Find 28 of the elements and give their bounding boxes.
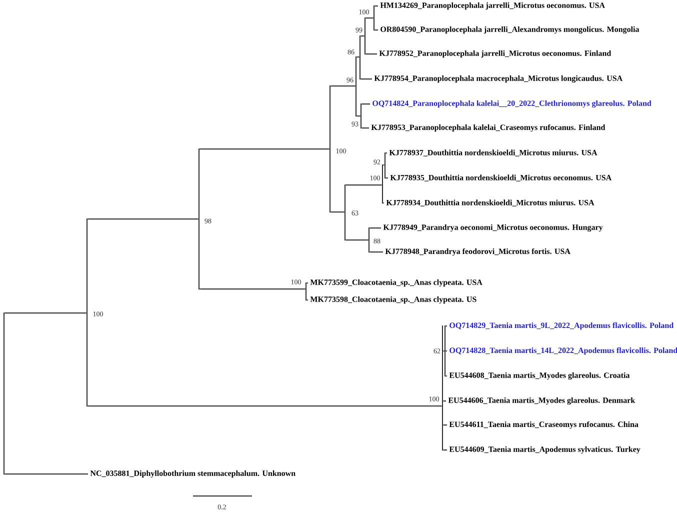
taxon-label: KJ778935_Douthittia nordenskioeldi_Microtus oeconomus. USA <box>390 174 612 182</box>
tree-branch <box>345 184 382 186</box>
taxon-label: EU544611_Taenia martis_Craseomys rufocanus. China <box>449 421 638 429</box>
taxon-label: OQ714824_Paranoplocephala kalelai__20_2022_Clethrionomys glareolus. Poland <box>372 100 652 108</box>
taxon-label: KJ778948_Parandrya feodorovi_Microtus fortis. USA <box>385 248 570 256</box>
tree-branch <box>356 56 360 58</box>
tree-branch <box>87 218 199 220</box>
taxon-label: KJ778952_Paranoplocephala jarrelli_Microtus oeconomus. Finland <box>379 50 612 58</box>
taxon-label: HM134269_Paranoplocephala jarrelli_Microtus oeconomus. USA <box>380 2 605 10</box>
taxon-label: KJ778934_Douthittia nordenskioeldi_Microtus miurus. USA <box>386 200 594 206</box>
taxon-label: MK773598_Cloacotaenia_sp._Anas clypeata. US <box>310 296 476 304</box>
taxon-label: EU544608_Taenia martis_Myodes glareolus. Croatia <box>449 372 630 380</box>
tree-branch <box>442 424 448 426</box>
taxon-label: KJ778937_Douthittia nordenskioeldi_Microtus miurus. USA <box>389 150 598 156</box>
taxon-label: KJ778954_Paranoplocephala macrocephala_Microtus longicaudus. USA <box>374 75 623 83</box>
tree-branch <box>4 312 87 314</box>
tree-branch <box>199 288 306 290</box>
taxon-label: KJ778953_Paranoplocephala kalelai_Craseomys rufocanus. Finland <box>371 124 606 132</box>
taxon-label: EU544609_Taenia martis_Apodemus sylvaticus. Turkey <box>449 446 640 454</box>
tree-branch <box>199 148 330 150</box>
taxon-label: OQ714829_Taenia martis_9L_2022_Apodemus flavicollis. Poland <box>450 322 674 330</box>
taxon-label: EU544606_Taenia martis_Myodes glareolus. Denmark <box>448 397 636 405</box>
tree-branch <box>360 78 372 80</box>
tree-branch <box>442 400 446 402</box>
taxon-label: KJ778949_Parandrya oeconomi_Microtus oeconomus. Hungary <box>383 224 603 232</box>
taxon-label: NC_035881_Diphyllobothrium stemmacephalum. Unknown <box>90 470 296 478</box>
taxon-label: OR804590_Paranoplocephala jarrelli_Alexandromys mongolicus. Mongolia <box>380 26 640 34</box>
taxon-label: MK773599_Cloacotaenia_sp._Anas clypeata. USA <box>310 279 482 287</box>
